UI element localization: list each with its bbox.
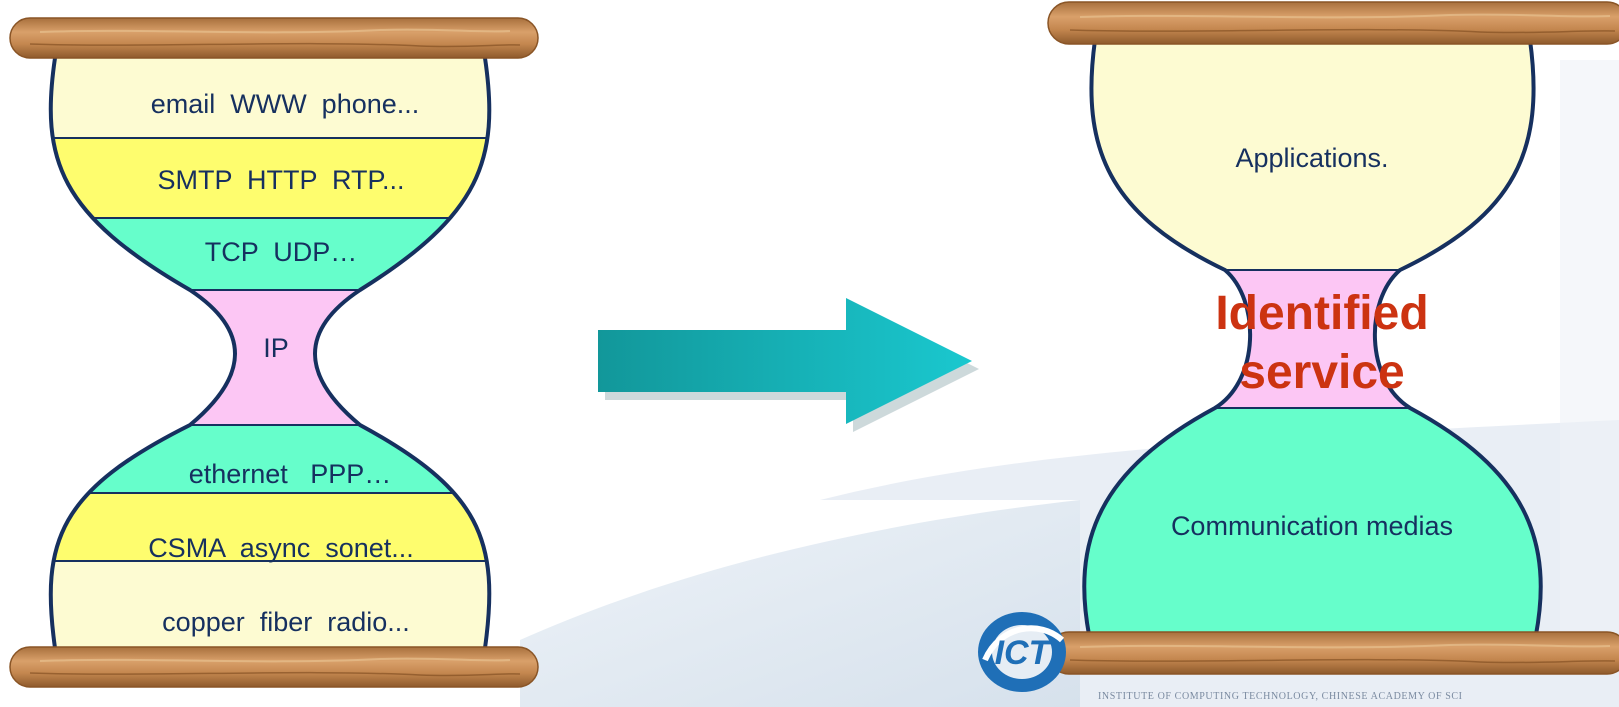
layer-link-label: ethernet PPP… — [189, 459, 392, 489]
left-bottom-wooden-plate — [9, 646, 539, 688]
communication-section-bg — [1084, 408, 1541, 640]
ict-logo: ICT — [978, 612, 1066, 692]
transition-arrow — [598, 298, 979, 432]
layer-media-bg — [50, 561, 490, 648]
right-hourglass: Applications. Identified service Communi… — [1047, 1, 1619, 675]
layer-phy-bg — [50, 493, 490, 561]
right-hourglass-outline — [1082, 39, 1543, 641]
layer-media-label: copper fiber radio... — [162, 607, 410, 637]
communication-medias-label: Communication medias — [1171, 511, 1453, 541]
left-hourglass-outline — [48, 57, 492, 649]
layer-applications-bg — [50, 58, 490, 138]
layer-applications-label: email WWW phone... — [151, 89, 420, 119]
right-bottom-wooden-plate — [1047, 631, 1619, 675]
applications-label: Applications. — [1235, 143, 1388, 173]
layer-phy-label: CSMA async sonet... — [148, 533, 414, 563]
identified-service-label-line2: service — [1239, 346, 1405, 399]
layer-app-protocols-label: SMTP HTTP RTP... — [157, 165, 404, 195]
layer-ip-label: IP — [263, 333, 289, 363]
right-top-wooden-plate — [1047, 1, 1619, 45]
background-swoosh — [520, 500, 1080, 707]
right-edge-strip — [1560, 60, 1619, 630]
identified-service-label-line1: Identified — [1215, 287, 1428, 340]
left-top-wooden-plate — [9, 17, 539, 59]
layer-app-protocols-bg — [50, 138, 490, 218]
ict-logo-text: ICT — [995, 634, 1053, 672]
institute-footer-text: INSTITUTE OF COMPUTING TECHNOLOGY, CHINE… — [1098, 691, 1463, 702]
left-hourglass: email WWW phone... SMTP HTTP RTP... TCP … — [9, 17, 539, 688]
layer-transport-label: TCP UDP… — [205, 237, 358, 267]
